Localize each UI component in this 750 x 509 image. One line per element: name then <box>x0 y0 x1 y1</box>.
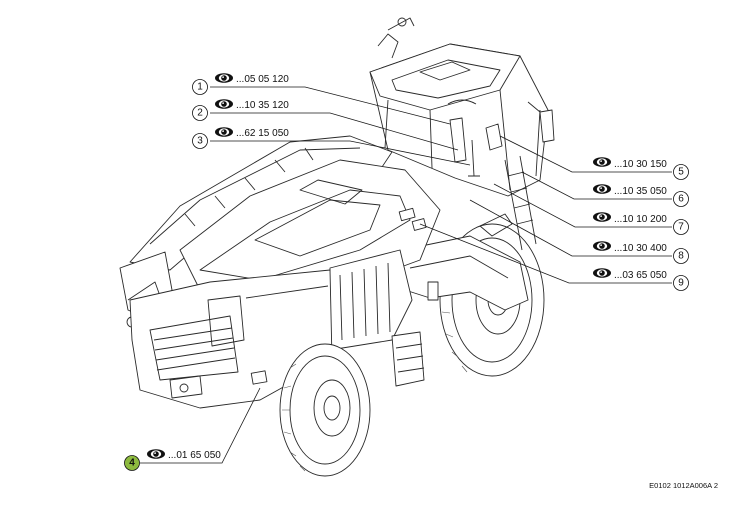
callout-9[interactable]: ...03 65 050 9 <box>593 268 689 291</box>
drawing-code: E0102 1012A006A 2 <box>649 481 718 490</box>
callout-5[interactable]: ...10 30 150 5 <box>593 157 689 180</box>
part-reference: ...10 35 120 <box>236 100 289 111</box>
callout-number: 5 <box>678 167 684 178</box>
part-reference: ...10 30 400 <box>614 243 667 254</box>
front-wheel <box>279 343 371 477</box>
callout-number-circle <box>192 105 208 121</box>
callout-8[interactable]: ...10 30 400 8 <box>593 241 689 264</box>
callout-number-circle-highlighted <box>124 455 140 471</box>
part-reference: ...10 30 150 <box>614 159 667 170</box>
front-header <box>129 269 333 409</box>
callout-number: 3 <box>197 136 203 147</box>
leader-lines <box>140 86 672 464</box>
part-reference: ...05 05 120 <box>236 74 289 85</box>
eye-icon <box>593 212 611 222</box>
main-body <box>179 159 441 387</box>
callout-number-circle <box>192 79 208 95</box>
eye-icon <box>593 268 611 278</box>
cab <box>369 17 555 251</box>
callout-number-circle <box>673 248 689 264</box>
callout-number-circle <box>673 275 689 291</box>
callout-number: 2 <box>197 108 203 119</box>
eye-icon <box>215 73 233 83</box>
callout-6[interactable]: ...10 35 050 6 <box>593 184 689 207</box>
part-reference: ...62 15 050 <box>236 128 289 139</box>
forage-harvester-illustration <box>119 17 555 477</box>
callout-1[interactable]: 1 ...05 05 120 <box>192 73 290 95</box>
callout-4[interactable]: 4 ...01 65 050 <box>124 449 222 471</box>
eye-icon <box>215 99 233 109</box>
callout-number: 4 <box>129 458 135 469</box>
callout-2[interactable]: 2 ...10 35 120 <box>192 99 290 121</box>
callout-number-circle <box>673 164 689 180</box>
callout-7[interactable]: ...10 10 200 7 <box>593 212 689 235</box>
eye-icon <box>593 241 611 251</box>
callout-number-circle <box>673 191 689 207</box>
part-reference: ...10 35 050 <box>614 186 667 197</box>
callout-number: 9 <box>678 278 684 289</box>
part-reference: ...10 10 200 <box>614 214 667 225</box>
eye-icon <box>593 184 611 194</box>
callout-number: 7 <box>678 222 684 233</box>
eye-icon <box>593 157 611 167</box>
callout-number: 8 <box>678 251 684 262</box>
callout-number: 6 <box>678 194 684 205</box>
callout-number-circle <box>673 219 689 235</box>
callout-3[interactable]: 3 ...62 15 050 <box>192 127 290 149</box>
callout-number-circle <box>192 133 208 149</box>
part-reference: ...03 65 050 <box>614 270 667 281</box>
eye-icon <box>215 127 233 137</box>
callout-number: 1 <box>197 82 203 93</box>
part-reference: ...01 65 050 <box>168 450 221 461</box>
eye-icon <box>147 449 165 459</box>
